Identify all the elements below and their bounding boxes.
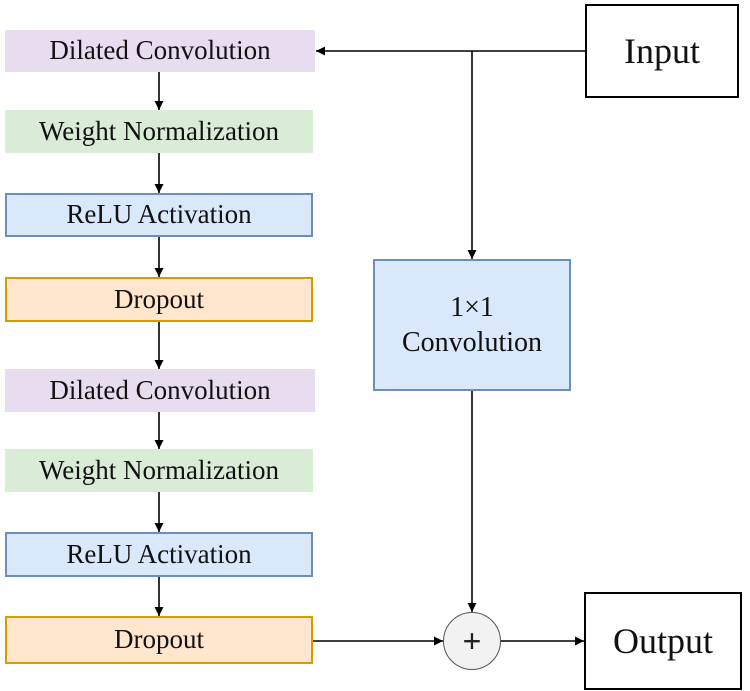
dilated-convolution-block-2: Dilated Convolution	[5, 369, 315, 412]
input-node: Input	[585, 4, 739, 98]
conv1x1-line2: Convolution	[401, 327, 542, 358]
conv1x1-line1: 1×1	[450, 292, 494, 323]
dropout-block-2: Dropout	[5, 616, 313, 664]
relu-activation-block-1: ReLU Activation	[5, 193, 313, 237]
output-node: Output	[584, 592, 742, 690]
sum-node: +	[443, 612, 501, 670]
dilated-convolution-block-1: Dilated Convolution	[5, 30, 315, 72]
dropout-block-1: Dropout	[5, 277, 313, 322]
conv1x1-block: 1×1 Convolution	[373, 259, 571, 391]
weight-normalization-block-2: Weight Normalization	[5, 449, 313, 492]
weight-normalization-block-1: Weight Normalization	[5, 110, 313, 153]
relu-activation-block-2: ReLU Activation	[5, 532, 313, 577]
